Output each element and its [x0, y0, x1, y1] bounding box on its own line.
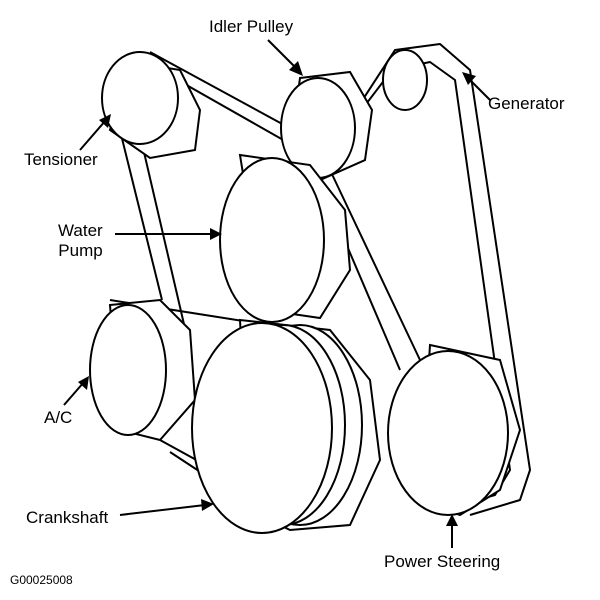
water-pump-label-line1: Water — [58, 221, 103, 240]
water-pump-label: Water Pump — [58, 221, 103, 261]
ac-pulley — [89, 298, 197, 442]
power-steering-label: Power Steering — [384, 552, 501, 571]
crankshaft-leader — [119, 499, 214, 516]
tensioner-leader — [79, 114, 111, 151]
idler-pulley-leader — [267, 39, 303, 76]
generator-pulley — [382, 49, 428, 111]
idler-pulley-label: Idler Pulley — [209, 17, 294, 36]
crankshaft-label: Crankshaft — [26, 508, 109, 527]
ac-label: A/C — [44, 408, 73, 427]
water-pump-label-line2: Pump — [58, 241, 103, 260]
tensioner-pulley — [101, 51, 202, 160]
generator-label: Generator — [488, 94, 565, 113]
figure-code: G00025008 — [10, 573, 73, 587]
generator-leader — [462, 72, 491, 101]
idler-pulley — [280, 70, 374, 182]
power-steering-leader — [446, 514, 458, 548]
ac-leader — [63, 376, 89, 406]
tensioner-label: Tensioner — [24, 150, 98, 169]
water-pump-leader — [115, 228, 222, 240]
crankshaft-pulley — [191, 318, 382, 534]
water-pump-pulley — [219, 153, 352, 323]
power-steering-pulley — [387, 343, 522, 517]
